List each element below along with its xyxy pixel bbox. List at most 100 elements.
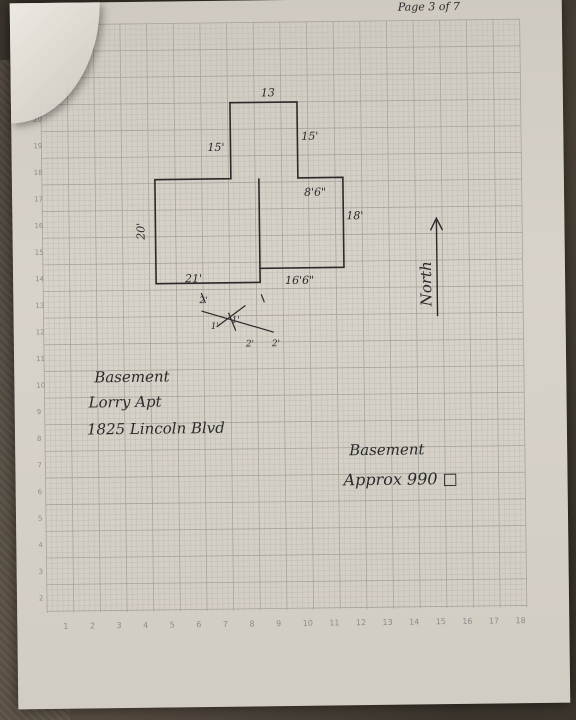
x-axis-label: 2 (90, 621, 95, 630)
y-axis-label: 15 (35, 249, 44, 257)
note-line-1: Basement (93, 367, 171, 386)
grid-line-vertical (188, 23, 197, 612)
grid-line-horizontal (47, 594, 527, 601)
grid-line-horizontal (44, 386, 525, 393)
grid-line-horizontal (42, 248, 523, 255)
grid-line-horizontal (42, 258, 523, 266)
grid-line-vertical (268, 22, 277, 611)
y-axis-label: 18 (34, 169, 43, 177)
grid-line-vertical (402, 20, 410, 609)
grid-line-vertical (476, 19, 485, 608)
grid-line-horizontal (46, 514, 526, 521)
grid-line-vertical (50, 24, 59, 613)
grid-line-horizontal (44, 376, 525, 383)
grid-line-horizontal (44, 397, 525, 404)
grid-line-vertical (135, 23, 144, 612)
grid-line-horizontal (44, 391, 525, 399)
grid-line-vertical (220, 22, 229, 611)
grid-line-vertical (252, 22, 261, 611)
y-axis-label: 5 (38, 515, 43, 523)
grid-line-vertical (455, 19, 464, 608)
x-axis-label: 6 (196, 620, 201, 629)
grid-line-horizontal (40, 56, 521, 63)
grid-line-vertical (167, 23, 176, 612)
grid-line-vertical (300, 21, 309, 610)
grid-line-horizontal (40, 77, 521, 84)
grid-line-horizontal (44, 423, 525, 431)
grid-line-horizontal (40, 61, 521, 68)
grid-line-horizontal (42, 210, 523, 218)
dim-top: 13 (261, 86, 275, 99)
y-axis-label: 14 (35, 275, 45, 283)
grid-line-horizontal (41, 178, 522, 186)
grid-line-horizontal (44, 418, 525, 426)
area-note: Basement Approx 990 □ (341, 440, 457, 489)
y-axis-label: 4 (38, 541, 43, 549)
grid-line-vertical (503, 19, 512, 608)
y-axis-label: 7 (37, 461, 42, 469)
floor-plan-outline (154, 101, 345, 285)
grid-line-horizontal (40, 45, 521, 53)
grid-line-horizontal (43, 328, 524, 335)
grid-line-vertical (322, 21, 330, 610)
grid-line-vertical (412, 20, 421, 609)
grid-line-horizontal (40, 82, 521, 90)
x-axis-label: 15 (436, 617, 446, 626)
y-axis-label: 12 (36, 328, 45, 336)
grid-line-horizontal (41, 157, 522, 164)
y-axis-label: 19 (33, 142, 42, 150)
grid-line-vertical (98, 24, 107, 613)
grid-line-vertical (258, 22, 266, 611)
grid-line-vertical (247, 22, 256, 611)
grid-line-horizontal (47, 605, 528, 612)
y-axis-label: 10 (36, 382, 45, 390)
dim-right-wing: 15' (301, 130, 318, 143)
grid-line-vertical (103, 24, 112, 613)
stair-line-1 (201, 310, 274, 333)
x-axis-label: 14 (409, 617, 419, 626)
grid-line-horizontal (45, 455, 526, 463)
grid-line-vertical (151, 23, 160, 612)
grid-line-vertical (439, 20, 448, 609)
grid-line-horizontal (44, 381, 525, 388)
dim-stair-1: 1' (211, 322, 219, 332)
x-axis-label: 4 (143, 621, 148, 630)
grid-line-horizontal (46, 530, 527, 537)
grid-line-horizontal (41, 130, 522, 138)
grid-line-vertical (407, 20, 416, 609)
grid-line-vertical (359, 21, 368, 610)
grid-line-horizontal (47, 599, 528, 607)
grid-line-horizontal (44, 365, 525, 372)
grid-line-vertical (231, 22, 240, 611)
grid-line-vertical (391, 20, 400, 609)
grid-line-vertical (471, 19, 480, 608)
grid-line-horizontal (42, 221, 523, 228)
grid-line-vertical (263, 22, 272, 611)
grid-line-vertical (332, 21, 341, 610)
grid-line-horizontal (40, 93, 521, 100)
grid-line-horizontal (45, 445, 526, 452)
grid-line-vertical (385, 20, 394, 609)
grid-line-vertical (274, 22, 282, 611)
grid-line-vertical (290, 21, 298, 610)
grid-line-horizontal (40, 88, 521, 95)
grid-line-vertical (114, 24, 122, 613)
x-axis-label: 12 (356, 618, 366, 627)
grid-line-vertical (92, 24, 101, 613)
y-axis-label: 20 (33, 116, 42, 124)
grid-line-horizontal (40, 24, 521, 31)
x-axis-label: 13 (382, 618, 392, 627)
grid-line-horizontal (44, 349, 524, 356)
x-axis-label: 8 (249, 619, 254, 628)
x-axis-label: 10 (303, 619, 313, 628)
grid-line-vertical (77, 24, 85, 613)
grid-line-vertical (316, 21, 325, 610)
y-axis-label: 6 (38, 488, 43, 496)
grid-line-vertical (125, 23, 133, 612)
stair-tick-1 (200, 292, 206, 304)
grid-line-vertical (157, 23, 165, 612)
grid-line-horizontal (46, 589, 527, 596)
dim-stair-4: 2' (271, 339, 280, 349)
grid-line-vertical (87, 24, 96, 613)
